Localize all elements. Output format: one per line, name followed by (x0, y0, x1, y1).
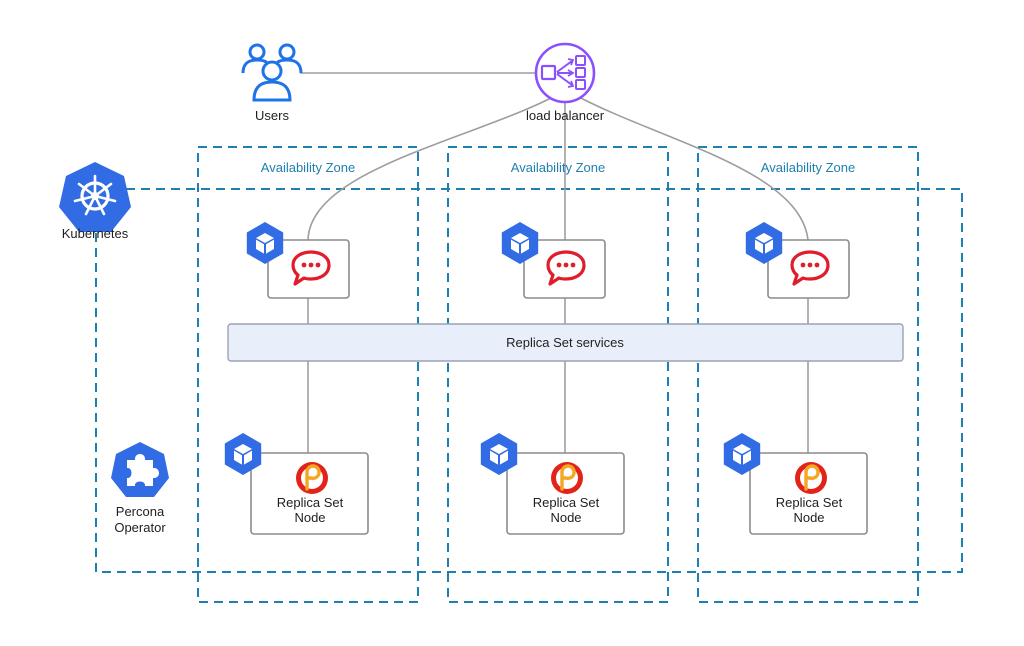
availability-zone-3-label: Availability Zone (761, 160, 855, 175)
node-1-label-line2: Node (294, 510, 325, 525)
replica-set-node-1: Replica Set Node (224, 433, 369, 535)
replica-set-services-label: Replica Set services (506, 335, 624, 350)
kubernetes-cluster-boundary (95, 188, 963, 573)
app-pod-1 (246, 222, 350, 299)
availability-zone-2 (447, 146, 669, 603)
app-pod-3 (745, 222, 850, 299)
replica-set-node-3: Replica Set Node (723, 433, 868, 535)
lb-to-app-1-connector (307, 95, 556, 241)
availability-zone-1-label: Availability Zone (261, 160, 355, 175)
node-2-label-line2: Node (550, 510, 581, 525)
node-2-label-line1: Replica Set (533, 495, 600, 510)
app-pod-2 (501, 222, 606, 299)
percona-icon (549, 460, 585, 496)
node-3-label-line1: Replica Set (776, 495, 843, 510)
lb-to-app-3-connector (576, 95, 809, 241)
operator-label-line2: Operator (114, 520, 166, 535)
puzzle-piece-icon (127, 454, 159, 486)
users-label: Users (255, 108, 289, 123)
availability-zone-1 (197, 146, 419, 603)
availability-zone-3 (697, 146, 919, 603)
percona-icon (294, 460, 330, 496)
node-1-label-line1: Replica Set (277, 495, 344, 510)
availability-zone-2-label: Availability Zone (511, 160, 605, 175)
replica-set-services-bar (227, 323, 904, 362)
operator-label-line1: Percona (116, 504, 165, 519)
load-balancer-icon (534, 42, 596, 104)
percona-icon (793, 460, 829, 496)
load-balancer-label: load balancer (526, 108, 605, 123)
kubernetes-helm-icon (59, 162, 131, 232)
replica-set-node-2: Replica Set Node (480, 433, 625, 535)
kubernetes-label: Kubernetes (62, 226, 129, 241)
users-group-icon (241, 43, 303, 102)
node-3-label-line2: Node (793, 510, 824, 525)
percona-operator (111, 442, 169, 497)
